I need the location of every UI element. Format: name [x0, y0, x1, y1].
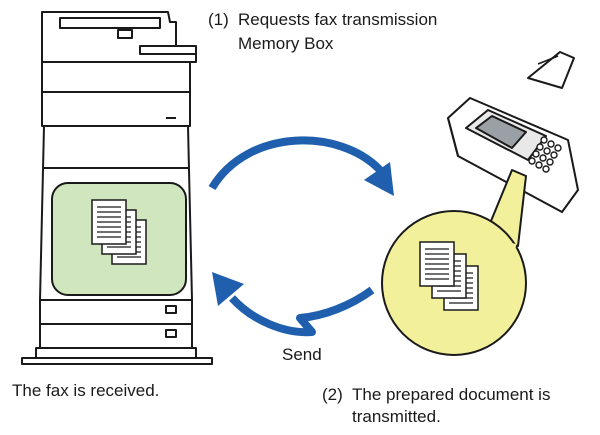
step1-line2: Memory Box	[238, 34, 334, 53]
send-label: Send	[282, 345, 322, 364]
step2-line2: transmitted.	[352, 407, 441, 426]
step2-line1: The prepared document is	[352, 385, 551, 404]
step2-number: (2)	[322, 385, 343, 404]
step1-line1: Requests fax transmission	[238, 10, 438, 29]
request-arrow	[208, 136, 394, 196]
received-caption: The fax is received.	[12, 381, 160, 400]
fax-machine	[447, 51, 579, 213]
step1-number: (1)	[208, 10, 229, 29]
send-arrow	[212, 272, 375, 337]
